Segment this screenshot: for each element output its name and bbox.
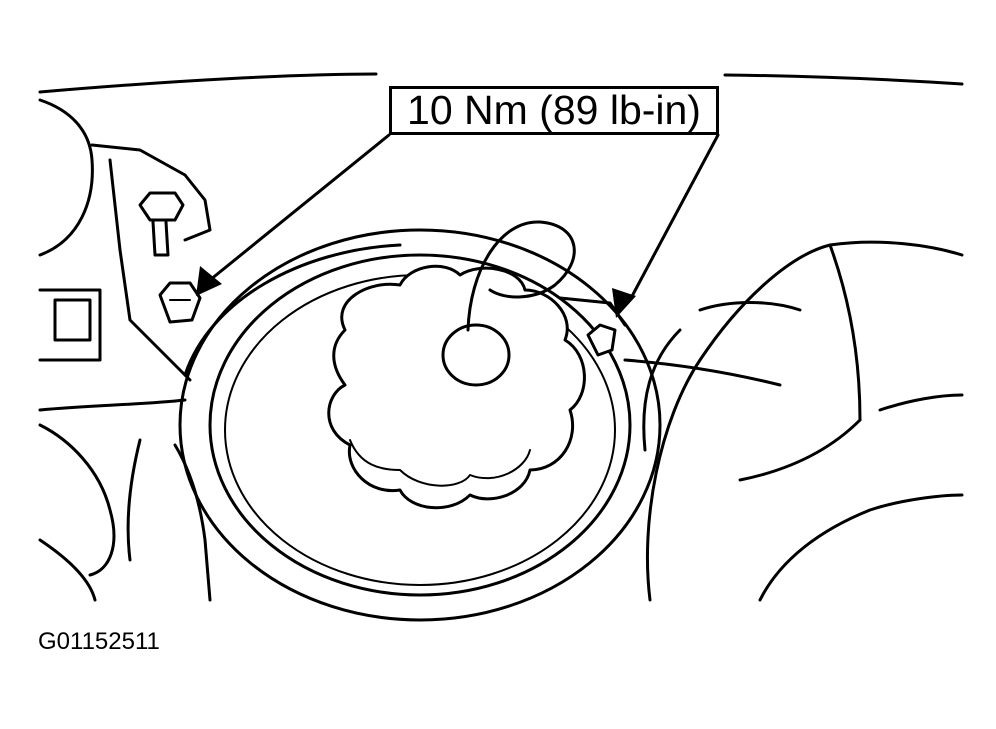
torque-callout: 10 Nm (89 lb-in) — [389, 86, 719, 135]
cap-tether — [466, 220, 576, 332]
reservoir-cap — [327, 264, 586, 510]
bracket-bolt-upper — [138, 191, 185, 257]
right-engine-component — [642, 240, 964, 602]
left-mounting-bolt — [158, 281, 202, 324]
hood-outline — [38, 72, 964, 94]
leader-line-right — [612, 133, 720, 318]
left-engine-component — [38, 98, 212, 602]
leader-line-left — [196, 133, 391, 296]
figure-id: G01152511 — [38, 628, 160, 655]
right-mounting-bolt — [558, 296, 782, 387]
